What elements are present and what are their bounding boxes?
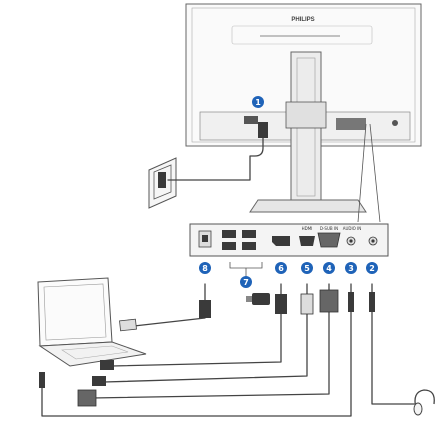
- monitor-brand: PHILIPS: [291, 17, 314, 23]
- svg-text:3: 3: [348, 264, 354, 273]
- callout-badge-5: 5: [301, 262, 313, 274]
- callout-badge-8: 8: [199, 262, 211, 274]
- headphones-icon: [413, 389, 435, 416]
- monitor-back-icon: PHILIPS: [185, 3, 422, 213]
- svg-text:1: 1: [255, 98, 261, 107]
- callout-badge-6: 6: [275, 262, 287, 274]
- callout-badge-4: 4: [323, 262, 335, 274]
- callout-badge-2: 2: [366, 262, 378, 274]
- kensington-lock-icon: [392, 120, 398, 126]
- port-label-dsub: D-SUB IN: [320, 226, 338, 231]
- svg-text:7: 7: [243, 278, 249, 287]
- callout-badge-7: 7: [240, 276, 252, 288]
- callout-badge-1: 1: [252, 96, 264, 108]
- usb-hub-icon: [222, 230, 256, 250]
- usb-stick-icon: [246, 293, 270, 305]
- port-label-audio: AUDIO IN: [343, 226, 362, 231]
- svg-text:8: 8: [202, 264, 208, 273]
- svg-text:2: 2: [369, 264, 375, 273]
- laptop-icon: [37, 277, 147, 367]
- svg-text:5: 5: [304, 264, 310, 273]
- power-outlet-icon: [148, 157, 177, 209]
- port-label-hdmi: HDMI: [302, 226, 313, 231]
- svg-text:4: 4: [326, 264, 332, 273]
- svg-text:6: 6: [278, 264, 284, 273]
- callout-badge-3: 3: [345, 262, 357, 274]
- port-panel: HDMI D-SUB IN AUDIO IN: [189, 223, 389, 257]
